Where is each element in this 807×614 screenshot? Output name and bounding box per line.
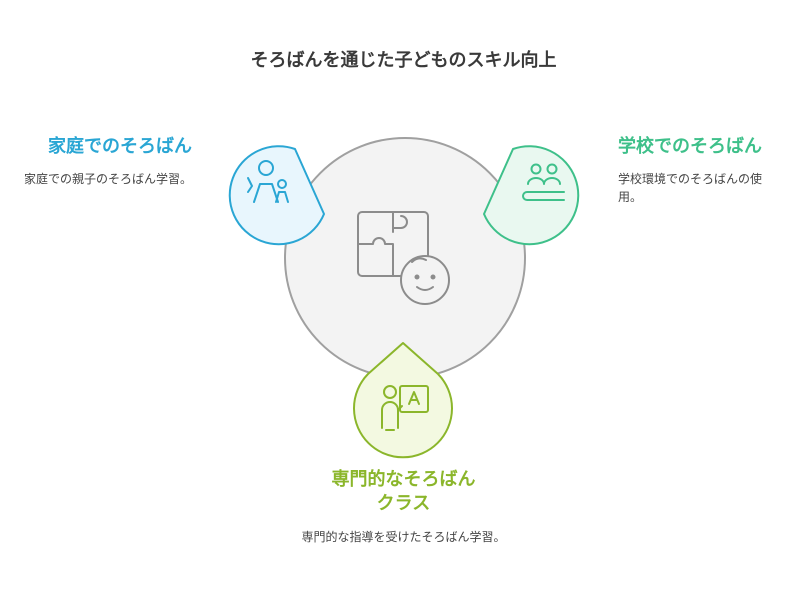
home-drop [228, 145, 325, 246]
center-circle [284, 137, 526, 379]
classroom-icon [522, 163, 565, 201]
school-drop [483, 145, 580, 246]
school-heading: 学校でのそろばん [618, 136, 762, 157]
teacher-board-icon [381, 385, 429, 431]
home-description: 家庭での親子のそろばん学習。 [23, 172, 192, 186]
professional-heading: 専門的なそろばん クラス [300, 468, 507, 516]
home-heading: 家庭でのそろばん [48, 136, 192, 157]
parent-child-icon [247, 160, 289, 203]
professional-heading-line1: 専門的なそろばん [331, 469, 476, 490]
school-description: 学校環境でのそろばんの使用。 [618, 172, 763, 204]
professional-drop [353, 342, 453, 459]
diagram-title: そろばんを通じた子どものスキル向上 [250, 50, 557, 71]
puzzle-child-icon [357, 211, 450, 305]
professional-description: 専門的な指導を受けたそろばん学習。 [301, 530, 506, 544]
professional-heading-line2: クラス [376, 493, 431, 514]
